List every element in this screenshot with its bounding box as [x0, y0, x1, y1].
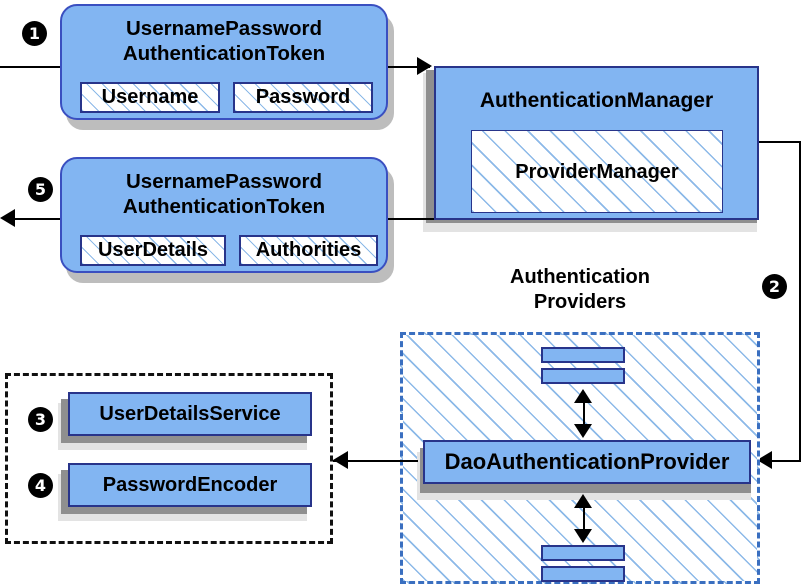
provider-manager-label: ProviderManager [515, 161, 679, 183]
manager-to-provider-line [757, 460, 801, 462]
provider-link-top-arrow-down [574, 424, 592, 438]
response-token-card: UsernamePassword AuthenticationToken Use… [60, 157, 388, 273]
manager-to-provider-arrowhead [757, 451, 772, 469]
response-arrowhead [0, 209, 15, 227]
request-token-slot-password: Password [233, 82, 373, 113]
authentication-providers-title: Authentication Providers [510, 266, 650, 313]
authentication-manager-box: AuthenticationManager ProviderManager [434, 66, 759, 220]
provider-link-top-line [583, 397, 585, 429]
password-encoder-card: PasswordEncoder [68, 463, 312, 507]
response-token-title: UsernamePassword AuthenticationToken [122, 170, 326, 218]
provider-link-bottom-arrow-down [574, 529, 592, 543]
request-token-slot-username: Username [80, 82, 220, 113]
supporting-services-container [5, 373, 333, 544]
authentication-manager-title: AuthenticationManager [479, 89, 714, 112]
request-token-card: UsernamePassword AuthenticationToken Use… [60, 4, 388, 120]
response-token-slot-userdetails: UserDetails [80, 235, 226, 266]
provider-placeholder-bar-bottom-1 [541, 545, 625, 561]
step-bullet-3: 3 [28, 407, 53, 432]
dao-authentication-provider-box: DaoAuthenticationProvider [423, 440, 751, 484]
manager-out-line [759, 141, 801, 143]
provider-link-bottom-line [583, 502, 585, 534]
user-details-service-card: UserDetailsService [68, 392, 312, 436]
provider-link-bottom-arrow-up [574, 494, 592, 508]
provider-placeholder-bar-bottom-2 [541, 566, 625, 582]
response-token-slot-authorities: Authorities [239, 235, 378, 266]
authentication-providers-container: DaoAuthenticationProvider [400, 332, 760, 584]
request-token-title: UsernamePassword AuthenticationToken [122, 17, 326, 65]
provider-to-services-line [333, 460, 418, 462]
manager-down-line [799, 141, 801, 461]
provider-placeholder-bar-top-2 [541, 368, 625, 384]
request-to-manager-line [388, 66, 430, 68]
manager-to-response-line [388, 218, 434, 220]
step-bullet-4: 4 [28, 473, 53, 498]
provider-manager-box: ProviderManager [471, 130, 723, 213]
provider-placeholder-bar-top-1 [541, 347, 625, 363]
provider-link-top-arrow-up [574, 389, 592, 403]
step-bullet-2: 2 [762, 274, 787, 299]
response-line-left [14, 218, 76, 220]
incoming-request-line [0, 66, 75, 68]
step-bullet-5: 5 [28, 177, 53, 202]
provider-to-services-arrowhead [333, 451, 348, 469]
step-bullet-1: 1 [22, 21, 47, 46]
